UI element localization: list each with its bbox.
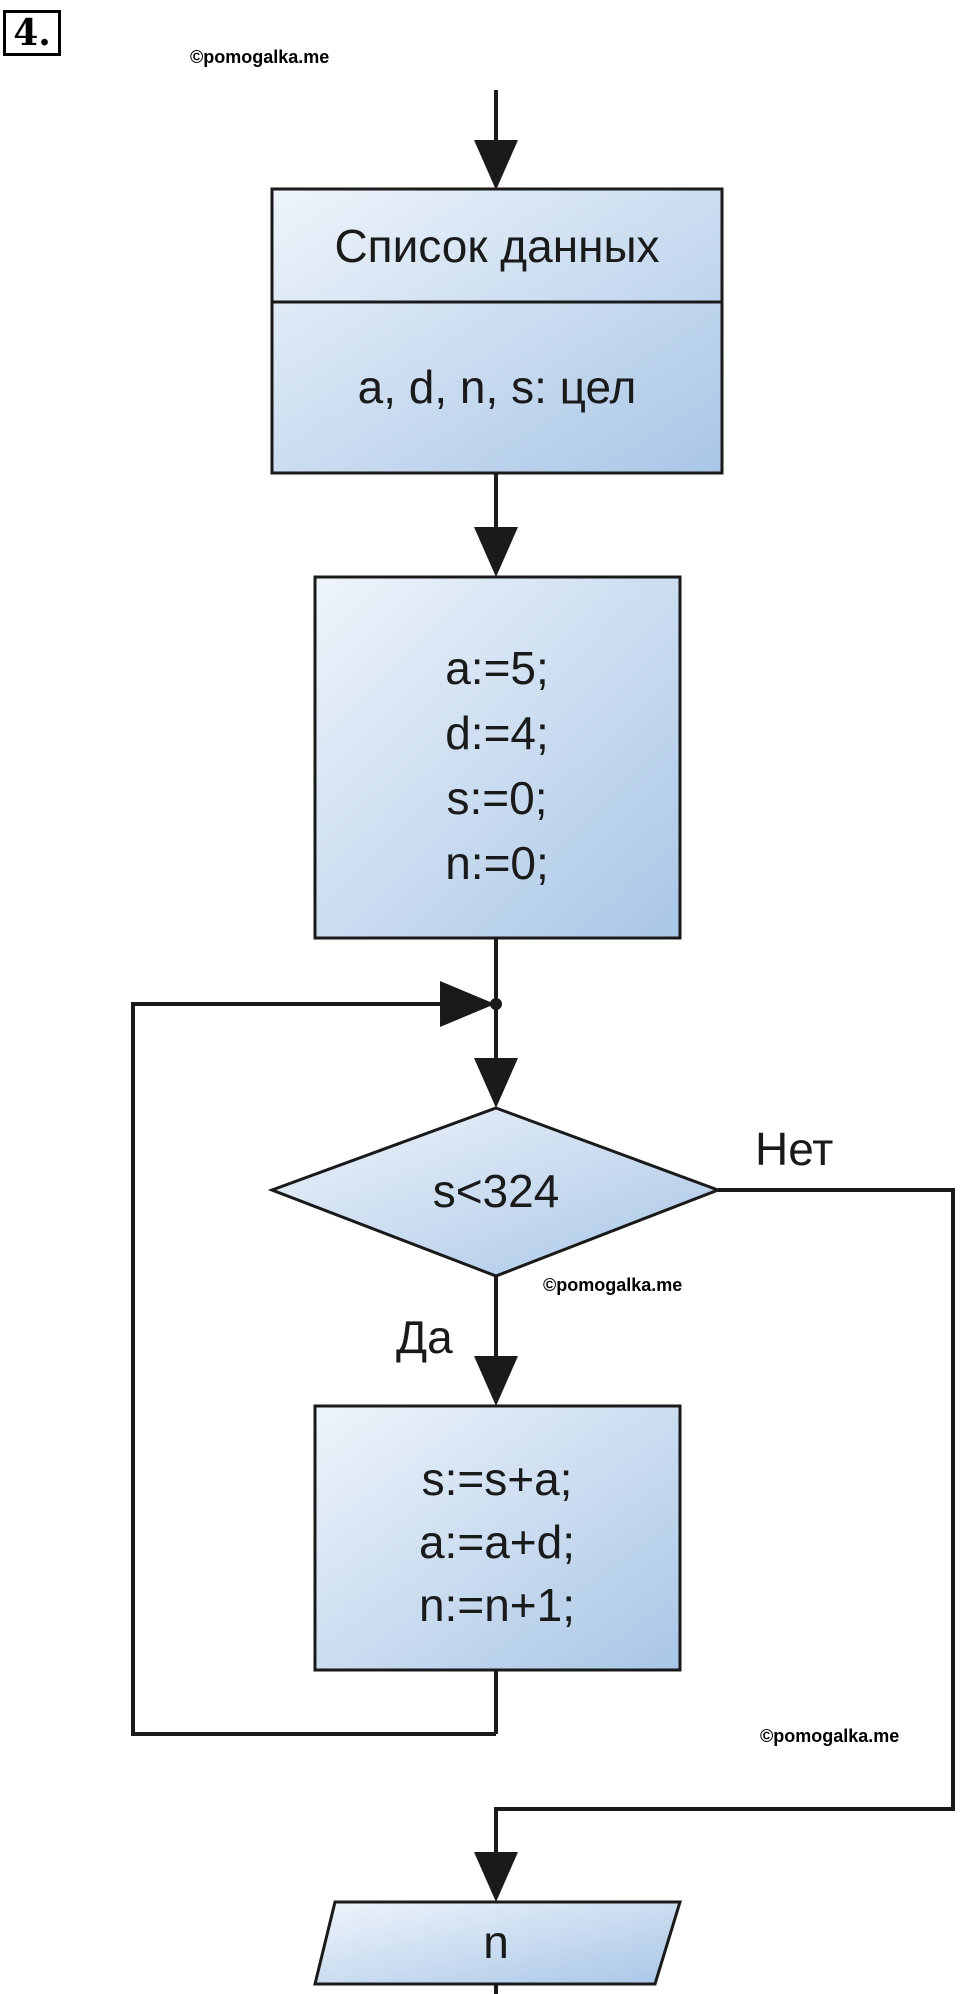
condition-diamond	[267, 1106, 723, 1278]
output-parallelogram	[313, 1900, 683, 1986]
arrowhead-right	[440, 981, 495, 1027]
condition-block: s<324 Нет Да	[267, 1106, 833, 1363]
loop-back-line	[131, 1002, 496, 1736]
arrowheads	[440, 140, 518, 1902]
data-list-header: Список данных	[334, 220, 659, 272]
arrowhead-down	[474, 1852, 518, 1902]
no-label: Нет	[755, 1123, 833, 1175]
init-block: a:=5; d:=4; s:=0; n:=0;	[313, 575, 682, 940]
condition-text: s<324	[433, 1165, 560, 1217]
no-branch-line	[494, 1188, 955, 1858]
loop-body-block: s:=s+a; a:=a+d; n:=n+1;	[313, 1404, 682, 1734]
data-list-box	[270, 187, 724, 475]
init-line: s:=0;	[446, 772, 547, 824]
junction-dot	[490, 998, 502, 1010]
problem-number: 4.	[3, 10, 61, 56]
init-line: n:=0;	[445, 837, 549, 889]
init-line: d:=4;	[445, 707, 549, 759]
data-list-declarations: a, d, n, s: цел	[358, 361, 637, 413]
output-text: n	[483, 1916, 509, 1968]
loop-body-line: s:=s+a;	[422, 1453, 573, 1505]
loop-body-line: n:=n+1;	[419, 1579, 575, 1631]
watermark: ©pomogalka.me	[543, 1275, 683, 1295]
data-list-block: Список данных a, d, n, s: цел	[270, 187, 724, 475]
arrowhead-down	[474, 1058, 518, 1108]
arrowhead-down	[474, 527, 518, 577]
init-box	[313, 575, 682, 940]
arrowhead-down	[474, 1356, 518, 1406]
arrowhead-down	[474, 140, 518, 190]
init-line: a:=5;	[445, 642, 549, 694]
output-block: n	[313, 1900, 683, 1986]
watermark: ©pomogalka.me	[190, 47, 330, 67]
loop-body-line: a:=a+d;	[419, 1516, 575, 1568]
watermark: ©pomogalka.me	[760, 1726, 900, 1746]
yes-label: Да	[396, 1311, 453, 1363]
loop-body-box	[313, 1404, 682, 1672]
